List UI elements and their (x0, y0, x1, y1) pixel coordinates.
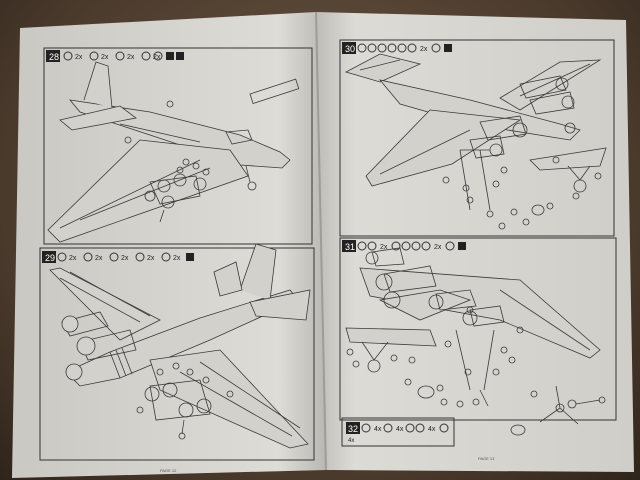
step-32-frame (341, 417, 455, 447)
step-32-prefix: 4x (348, 438, 354, 444)
step-28-aircraft-drawing (47, 61, 300, 243)
step-32-qty-2: 4x (396, 426, 404, 433)
step-30-number-box (342, 42, 356, 54)
step-28-qty-3: 2x (127, 54, 135, 61)
step-29-part-sequence: 2x 2x 2x 2x 2x (57, 252, 194, 262)
left-page-footer: PAGE 12 (160, 468, 177, 473)
left-page (12, 12, 326, 478)
step-32-number-box (346, 422, 360, 434)
step-28-qty-1: 2x (75, 54, 83, 61)
step-28-part-sequence: 2x 2x 2x 2x (63, 51, 184, 61)
step-29-qty-3: 2x (121, 255, 129, 262)
step-31-qty-2: 2x (434, 244, 442, 251)
step-32-part-sequence: 4x 4x 4x (361, 423, 449, 433)
step-32-qty-3: 4x (428, 426, 436, 433)
step-32-number: 32 (348, 424, 358, 434)
step-29-qty-2: 2x (95, 255, 103, 262)
step-30-qty-1: 2x (420, 46, 428, 53)
step-28-number: 28 (49, 52, 59, 62)
right-page-footer: PAGE 13 (478, 456, 495, 461)
step-29-aircraft-drawing (49, 243, 311, 449)
step-28-number-box (46, 50, 60, 62)
step-31-number-box (342, 240, 356, 252)
step-31-qty-1: 2x (380, 244, 388, 251)
step-32-qty-1: 4x (374, 426, 382, 433)
step-30-frame (339, 39, 615, 237)
step-28-qty-4: 2x (153, 54, 161, 61)
step-32-propeller-drawing (510, 385, 606, 436)
step-31-aircraft-drawing (345, 247, 601, 408)
step-29-qty-4: 2x (147, 255, 155, 262)
step-29-qty-5: 2x (173, 255, 181, 262)
step-31-frame (339, 237, 617, 421)
step-29-number-box (42, 251, 56, 263)
step-31-part-sequence: 2x 2x (357, 241, 466, 251)
step-29-number: 29 (45, 253, 55, 263)
step-28-qty-2: 2x (101, 54, 109, 61)
step-28-frame (43, 47, 313, 245)
step-30-aircraft-drawing (344, 53, 607, 230)
step-29-frame (39, 247, 315, 461)
page-spine (315, 11, 327, 471)
step-30-part-sequence: 2x (357, 43, 452, 53)
step-30-number: 30 (345, 44, 355, 54)
step-29-qty-1: 2x (69, 255, 77, 262)
step-31-number: 31 (345, 242, 355, 252)
